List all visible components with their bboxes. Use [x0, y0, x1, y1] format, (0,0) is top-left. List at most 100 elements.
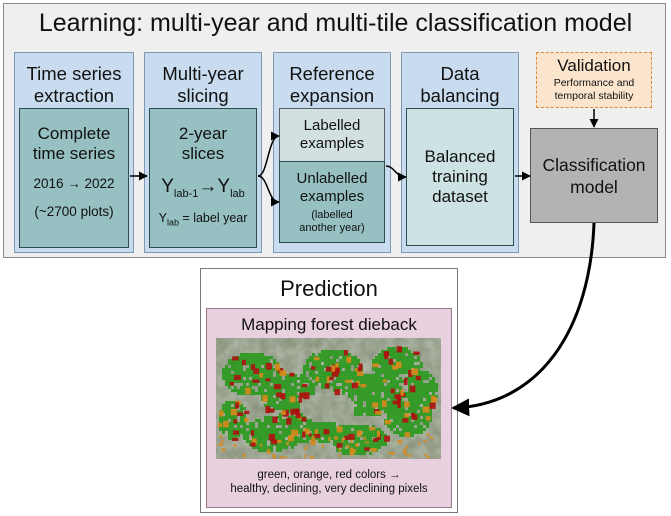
healthy-pixel: [321, 368, 324, 371]
healthy-pixel: [342, 356, 345, 359]
healthy-pixel: [402, 422, 405, 425]
healthy-pixel: [258, 419, 261, 422]
healthy-pixel: [321, 356, 324, 359]
healthy-pixel: [300, 419, 303, 422]
healthy-pixel: [387, 362, 390, 365]
healthy-pixel: [408, 383, 411, 386]
healthy-pixel: [294, 389, 297, 392]
healthy-pixel: [312, 431, 315, 434]
healthy-pixel: [249, 371, 252, 374]
healthy-pixel: [342, 434, 345, 437]
healthy-pixel: [306, 377, 309, 380]
healthy-pixel: [300, 380, 303, 383]
healthy-pixel: [225, 368, 228, 371]
healthy-pixel: [231, 434, 234, 437]
healthy-pixel: [381, 368, 384, 371]
healthy-pixel: [360, 401, 363, 404]
healthy-pixel: [237, 434, 240, 437]
declining-pixel: [423, 440, 428, 443]
healthy-pixel: [411, 377, 414, 380]
healthy-pixel: [318, 353, 321, 356]
healthy-pixel: [330, 359, 333, 362]
healthy-pixel: [297, 437, 300, 440]
healthy-pixel: [357, 389, 360, 392]
healthy-pixel: [228, 368, 231, 371]
healthy-pixel: [339, 386, 342, 389]
healthy-pixel: [354, 371, 357, 374]
healthy-pixel: [351, 362, 354, 365]
healthy-pixel: [234, 416, 237, 419]
healthy-pixel: [261, 434, 264, 437]
healthy-pixel: [381, 377, 384, 380]
healthy-pixel: [258, 380, 261, 383]
healthy-pixel: [267, 389, 270, 392]
healthy-pixel: [285, 398, 288, 401]
healthy-pixel: [342, 392, 345, 395]
healthy-pixel: [318, 428, 321, 431]
healthy-pixel: [417, 401, 420, 404]
healthy-pixel: [375, 380, 378, 383]
healthy-pixel: [411, 398, 414, 401]
healthy-pixel: [384, 398, 387, 401]
very-declining-pixel: [250, 442, 256, 447]
healthy-pixel: [276, 443, 279, 446]
healthy-pixel: [312, 425, 315, 428]
very-declining-pixel: [397, 394, 401, 399]
healthy-pixel: [270, 380, 273, 383]
healthy-pixel: [291, 422, 294, 425]
healthy-pixel: [267, 419, 270, 422]
healthy-pixel: [393, 425, 396, 428]
healthy-pixel: [327, 356, 330, 359]
complete-time-series-box: Complete time series 2016 → 2022 (~2700 …: [19, 108, 129, 248]
healthy-pixel: [423, 395, 426, 398]
healthy-pixel: [345, 362, 348, 365]
healthy-pixel: [411, 359, 414, 362]
note-rest: = label year: [178, 210, 248, 225]
healthy-pixel: [264, 383, 267, 386]
healthy-pixel: [228, 359, 231, 362]
declining-pixel: [304, 447, 307, 451]
healthy-pixel: [414, 410, 417, 413]
healthy-pixel: [309, 386, 312, 389]
healthy-pixel: [354, 377, 357, 380]
healthy-pixel: [354, 425, 357, 428]
healthy-pixel: [360, 452, 363, 455]
healthy-pixel: [330, 425, 333, 428]
healthy-pixel: [342, 389, 345, 392]
healthy-pixel: [393, 413, 396, 416]
healthy-pixel: [417, 425, 420, 428]
declining-pixel: [283, 456, 288, 459]
healthy-pixel: [240, 422, 243, 425]
healthy-pixel: [297, 440, 300, 443]
healthy-pixel: [309, 380, 312, 383]
healthy-pixel: [309, 389, 312, 392]
healthy-pixel: [279, 404, 282, 407]
healthy-pixel: [369, 374, 372, 377]
healthy-pixel: [264, 362, 267, 365]
healthy-pixel: [240, 431, 243, 434]
healthy-pixel: [297, 389, 300, 392]
healthy-pixel: [357, 410, 360, 413]
healthy-pixel: [369, 443, 372, 446]
healthy-pixel: [420, 425, 423, 428]
arrow-slicing-to-unlabelled: [257, 175, 280, 207]
healthy-pixel: [375, 401, 378, 404]
very-declining-pixel: [334, 367, 340, 374]
healthy-pixel: [276, 431, 279, 434]
classification-model-box: Classification model: [530, 128, 658, 223]
healthy-pixel: [408, 419, 411, 422]
healthy-pixel: [366, 377, 369, 380]
learning-title: Learning: multi-year and multi-tile clas…: [38, 9, 633, 37]
healthy-pixel: [363, 389, 366, 392]
healthy-pixel: [393, 386, 396, 389]
very-declining-pixel: [232, 430, 240, 435]
healthy-pixel: [381, 443, 384, 446]
healthy-pixel: [231, 365, 234, 368]
healthy-pixel: [354, 440, 357, 443]
healthy-pixel: [297, 428, 300, 431]
healthy-pixel: [417, 413, 420, 416]
healthy-pixel: [408, 425, 411, 428]
declining-pixel: [267, 451, 271, 455]
very-declining-pixel: [265, 406, 271, 414]
healthy-pixel: [237, 425, 240, 428]
